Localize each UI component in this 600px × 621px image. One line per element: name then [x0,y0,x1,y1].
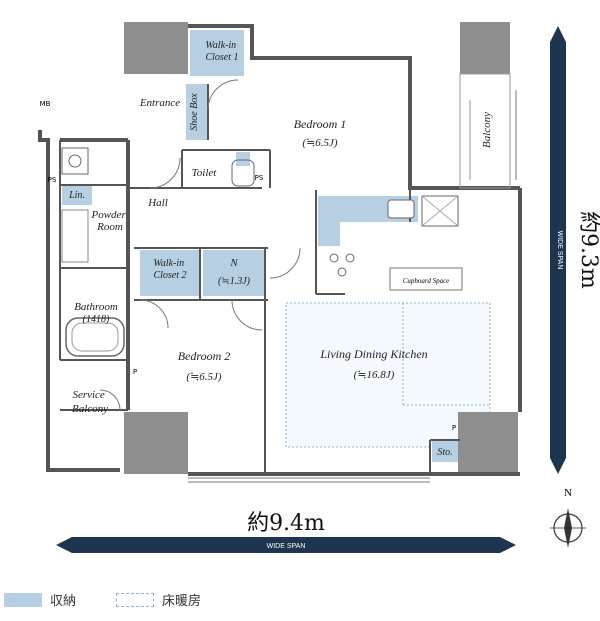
hall-label: Hall [147,197,168,209]
bathroom-size: (1418) [83,314,110,325]
balcony-label: Balcony [481,112,493,148]
cupboard-space-box [389,267,463,291]
refrigerator-space-cross [421,195,459,227]
bedroom-2-label: Bedroom 2 [178,349,231,363]
north-compass: N [550,487,586,548]
service-balcony-label: Service Balcony [72,389,108,415]
toilet-storage-area [236,152,250,166]
storage-sto-area [432,440,458,462]
walk-in-closet-1-area [190,30,244,76]
stove-burner [337,267,347,277]
floor-heating-area [285,302,491,448]
legend-floor-heating-label: 床暖房 [162,594,202,609]
cupboard-space-label: Cupboard Space [403,277,450,285]
north-label: N [564,487,572,499]
depth-dimension-bar [550,26,566,474]
lin-area [62,185,92,205]
shoe-box-label: Shoe Box [189,93,200,131]
column [460,22,510,74]
bedroom-1-label: Bedroom 1 [294,117,347,131]
bathtub [65,317,125,357]
lin-label: Lin. [68,190,85,201]
bedroom-1-size: (≒6.5J) [302,137,338,149]
n-room-label: N [229,257,238,269]
bedroom-2-size: (≒6.5J) [186,371,222,383]
walk-in-closet-2-label: Walk-in Closet 2 [153,258,186,281]
balcony-rail [459,73,511,189]
shoe-box-area [186,84,208,140]
depth-span-label: WIDE SPAN [556,231,563,270]
bathroom-label: Bathroom [74,301,118,313]
ps-label-2: PS [48,176,57,184]
toilet-label: Toilet [192,167,218,179]
mb-label: MB [40,100,51,108]
kitchen-counter-area-2 [318,196,340,246]
washing-machine-pan [61,209,89,263]
floor-heating-swatch [116,592,155,607]
n-storage-area [203,250,265,296]
powder-room-label: Powder Room [91,209,129,233]
column [458,412,518,474]
stove-burner [329,253,339,263]
p-label-2: P [452,424,456,432]
width-span-label: WIDE SPAN [267,543,306,550]
entrance-label: Entrance [139,97,180,109]
ldk-label: Living Dining Kitchen [319,347,427,361]
width-dimension-bar [56,537,516,553]
legend-storage-label: 収納 [50,594,77,609]
legend: 収納 床暖房 [4,590,241,609]
walk-in-closet-2-area [140,250,200,296]
n-room-size: (≒1.3J) [218,276,251,287]
inner-walls [59,84,460,474]
walk-in-closet-1-label: Walk-in Closet 1 [205,40,238,63]
refrigerator-space [421,195,459,227]
legend-floor-heating: 床暖房 [116,590,201,609]
north-arrow-icon [564,508,572,548]
storage-swatch [4,592,42,607]
kitchen-sink [387,199,415,219]
column [124,412,188,474]
width-dimension-label: 約9.4m [247,511,325,536]
bathtub-inner [71,322,119,352]
washbasin-bowl [68,154,82,168]
p-label: P [133,368,137,376]
washbasin [61,147,89,175]
door-swings [99,79,301,411]
stove-burner [345,253,355,263]
column [124,22,188,74]
depth-dimension-label: 約9.3m [576,211,600,289]
sto-label: Sto. [437,447,452,458]
legend-storage: 収納 [4,590,76,609]
ldk-size: (≒16.8J) [354,369,395,381]
toilet-fixture [231,159,255,187]
ps-label: PS [255,174,264,182]
